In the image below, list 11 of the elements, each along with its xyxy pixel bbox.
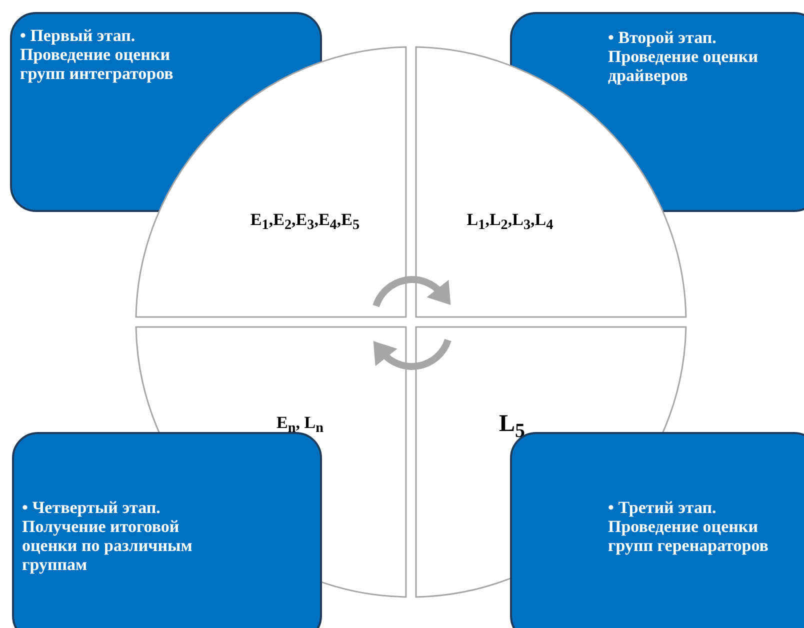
quadrant-label: E$_{1}$,E$_{2}$,E$_{3}$,E$_{4}$,E$_{5}$ (250, 210, 360, 234)
quadrant-label: L$_{5}$ (499, 411, 525, 443)
stage-description: • Первый этап. Проведение оценки групп интеграторов (20, 26, 174, 83)
quadrant-label: L$_{1}$,L$_{2}$,L$_{3}$,L$_{4}$ (466, 210, 554, 234)
stage-description: • Второй этап. Проведение оценки драйверов (608, 28, 760, 85)
stage-description: • Четвертый этап. Получение итоговой оценки по различным группам (22, 498, 194, 574)
stage-box (12, 432, 322, 628)
stage-description: • Третий этап. Проведение оценки групп геренараторов (608, 498, 770, 555)
circular-arrow (372, 338, 452, 370)
quadrant-label: E$_{n}$, L$_{n}$ (276, 412, 324, 438)
circular-arrow (372, 276, 452, 308)
